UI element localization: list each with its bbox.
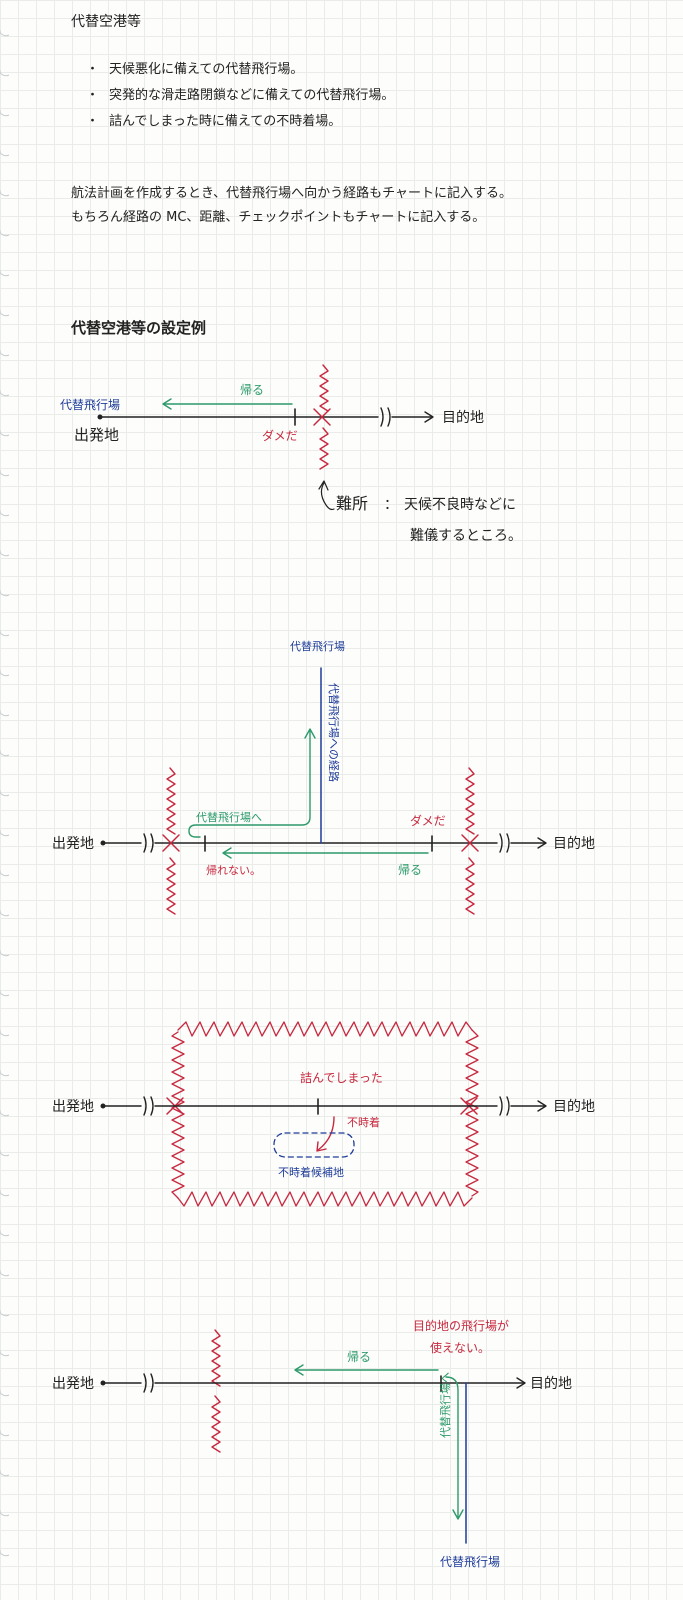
difficult-zone-zigzag xyxy=(166,767,176,835)
cross-mark xyxy=(461,834,479,852)
list-item: 突発的な滑走路閉鎖などに備えての代替飛行場。 xyxy=(86,83,394,109)
no-go-label: ダメだ xyxy=(410,813,446,828)
arrow-head xyxy=(537,837,547,849)
alternate-types-list: 天候悪化に備えての代替飛行場。 突発的な滑走路閉鎖などに備えての代替飛行場。 詰… xyxy=(86,57,394,135)
paragraph-line-2: もちろん経路の MC、距離、チェックポイントもチャートに記入する。 xyxy=(71,210,486,225)
landing-site-zone xyxy=(273,1132,355,1158)
arrow-head xyxy=(452,1509,464,1520)
cannot-return-label: 帰れない。 xyxy=(206,864,261,877)
departure-dot xyxy=(100,1380,106,1386)
difficult-zone-zigzag xyxy=(319,427,329,470)
list-item: 詰んでしまった時に備えての不時着場。 xyxy=(86,109,394,135)
arrow-head xyxy=(162,398,172,410)
break-mark xyxy=(143,1096,154,1116)
difficult-zone-boundary xyxy=(177,1021,473,1037)
landing-site-label: 不時着候補地 xyxy=(278,1165,344,1179)
destination-label: 目的地 xyxy=(442,410,484,426)
alternate-label: 代替飛行場 xyxy=(290,639,345,653)
difficult-zone-zigzag xyxy=(211,1329,221,1387)
break-mark xyxy=(143,833,154,853)
to-alternate-label: 代替飛行場へ xyxy=(196,810,262,824)
return-label: 帰る xyxy=(398,863,422,877)
departure-label: 出発地 xyxy=(52,1099,94,1115)
arrow-head xyxy=(316,1141,327,1152)
departure-dot xyxy=(97,414,103,420)
destination-label: 目的地 xyxy=(530,1376,572,1392)
difficult-zone-boundary xyxy=(465,1029,479,1197)
departure-dot xyxy=(100,840,106,846)
departure-label: 出発地 xyxy=(74,426,119,444)
note-line-2: 難儀するところ。 xyxy=(410,528,522,544)
difficult-zone-zigzag xyxy=(166,857,176,915)
return-label: 帰る xyxy=(347,1350,371,1364)
to-alternate-arrow xyxy=(188,729,311,838)
break-mark xyxy=(143,1373,154,1393)
break-mark xyxy=(499,1096,510,1116)
no-go-label: ダメだ xyxy=(262,428,298,443)
difficult-zone-boundary xyxy=(171,1031,185,1199)
alternate-label: 代替飛行場 xyxy=(60,398,120,412)
arrow-head xyxy=(516,1377,526,1389)
pointer-arrow xyxy=(320,482,335,511)
destination-label: 目的地 xyxy=(553,1099,595,1115)
difficult-zone-zigzag xyxy=(319,364,329,412)
alternate-route-label: 代替飛行場への経路 xyxy=(327,683,341,782)
break-mark xyxy=(499,833,510,853)
return-label: 帰る xyxy=(240,383,264,397)
arrow-head xyxy=(424,411,434,423)
arrow-head xyxy=(318,480,329,491)
note-colon: ： xyxy=(384,497,398,513)
stuck-label: 詰んでしまった xyxy=(300,1070,383,1085)
arrow-head xyxy=(294,1364,304,1376)
note-line-1: 天候不良時などに xyxy=(404,497,516,513)
destination-label: 目的地 xyxy=(553,836,595,852)
cross-mark xyxy=(162,834,180,852)
note-line-2: 使えない。 xyxy=(430,1340,490,1355)
departure-dot xyxy=(100,1103,106,1109)
difficult-zone-boundary xyxy=(177,1191,473,1207)
difficult-zone-zigzag xyxy=(465,857,475,915)
difficult-zone-zigzag xyxy=(211,1395,221,1453)
forced-landing-arrow xyxy=(317,1116,335,1151)
page-heading: 代替空港等 xyxy=(71,14,141,30)
arrow-head xyxy=(537,1100,547,1112)
alternate-label: 代替飛行場 xyxy=(440,1555,500,1569)
arrow-head xyxy=(304,728,316,739)
cross-mark xyxy=(313,408,331,426)
departure-label: 出発地 xyxy=(52,1376,94,1392)
binder-holes xyxy=(0,29,10,1557)
difficult-zone-zigzag xyxy=(465,767,475,835)
departure-label: 出発地 xyxy=(52,836,94,852)
to-alternate-arrow xyxy=(445,1376,459,1519)
forced-landing-label: 不時着 xyxy=(347,1115,380,1129)
note-term: 難所 xyxy=(336,494,368,513)
paragraph-line-1: 航法計画を作成するとき、代替飛行場へ向かう経路もチャートに記入する。 xyxy=(71,186,512,201)
to-alternate-label: 代替飛行場へ xyxy=(438,1372,452,1438)
section-title: 代替空港等の設定例 xyxy=(71,319,207,337)
list-item: 天候悪化に備えての代替飛行場。 xyxy=(86,57,394,83)
note-line-1: 目的地の飛行場が xyxy=(413,1318,509,1333)
break-mark xyxy=(380,407,391,427)
arrow-head xyxy=(222,847,232,859)
